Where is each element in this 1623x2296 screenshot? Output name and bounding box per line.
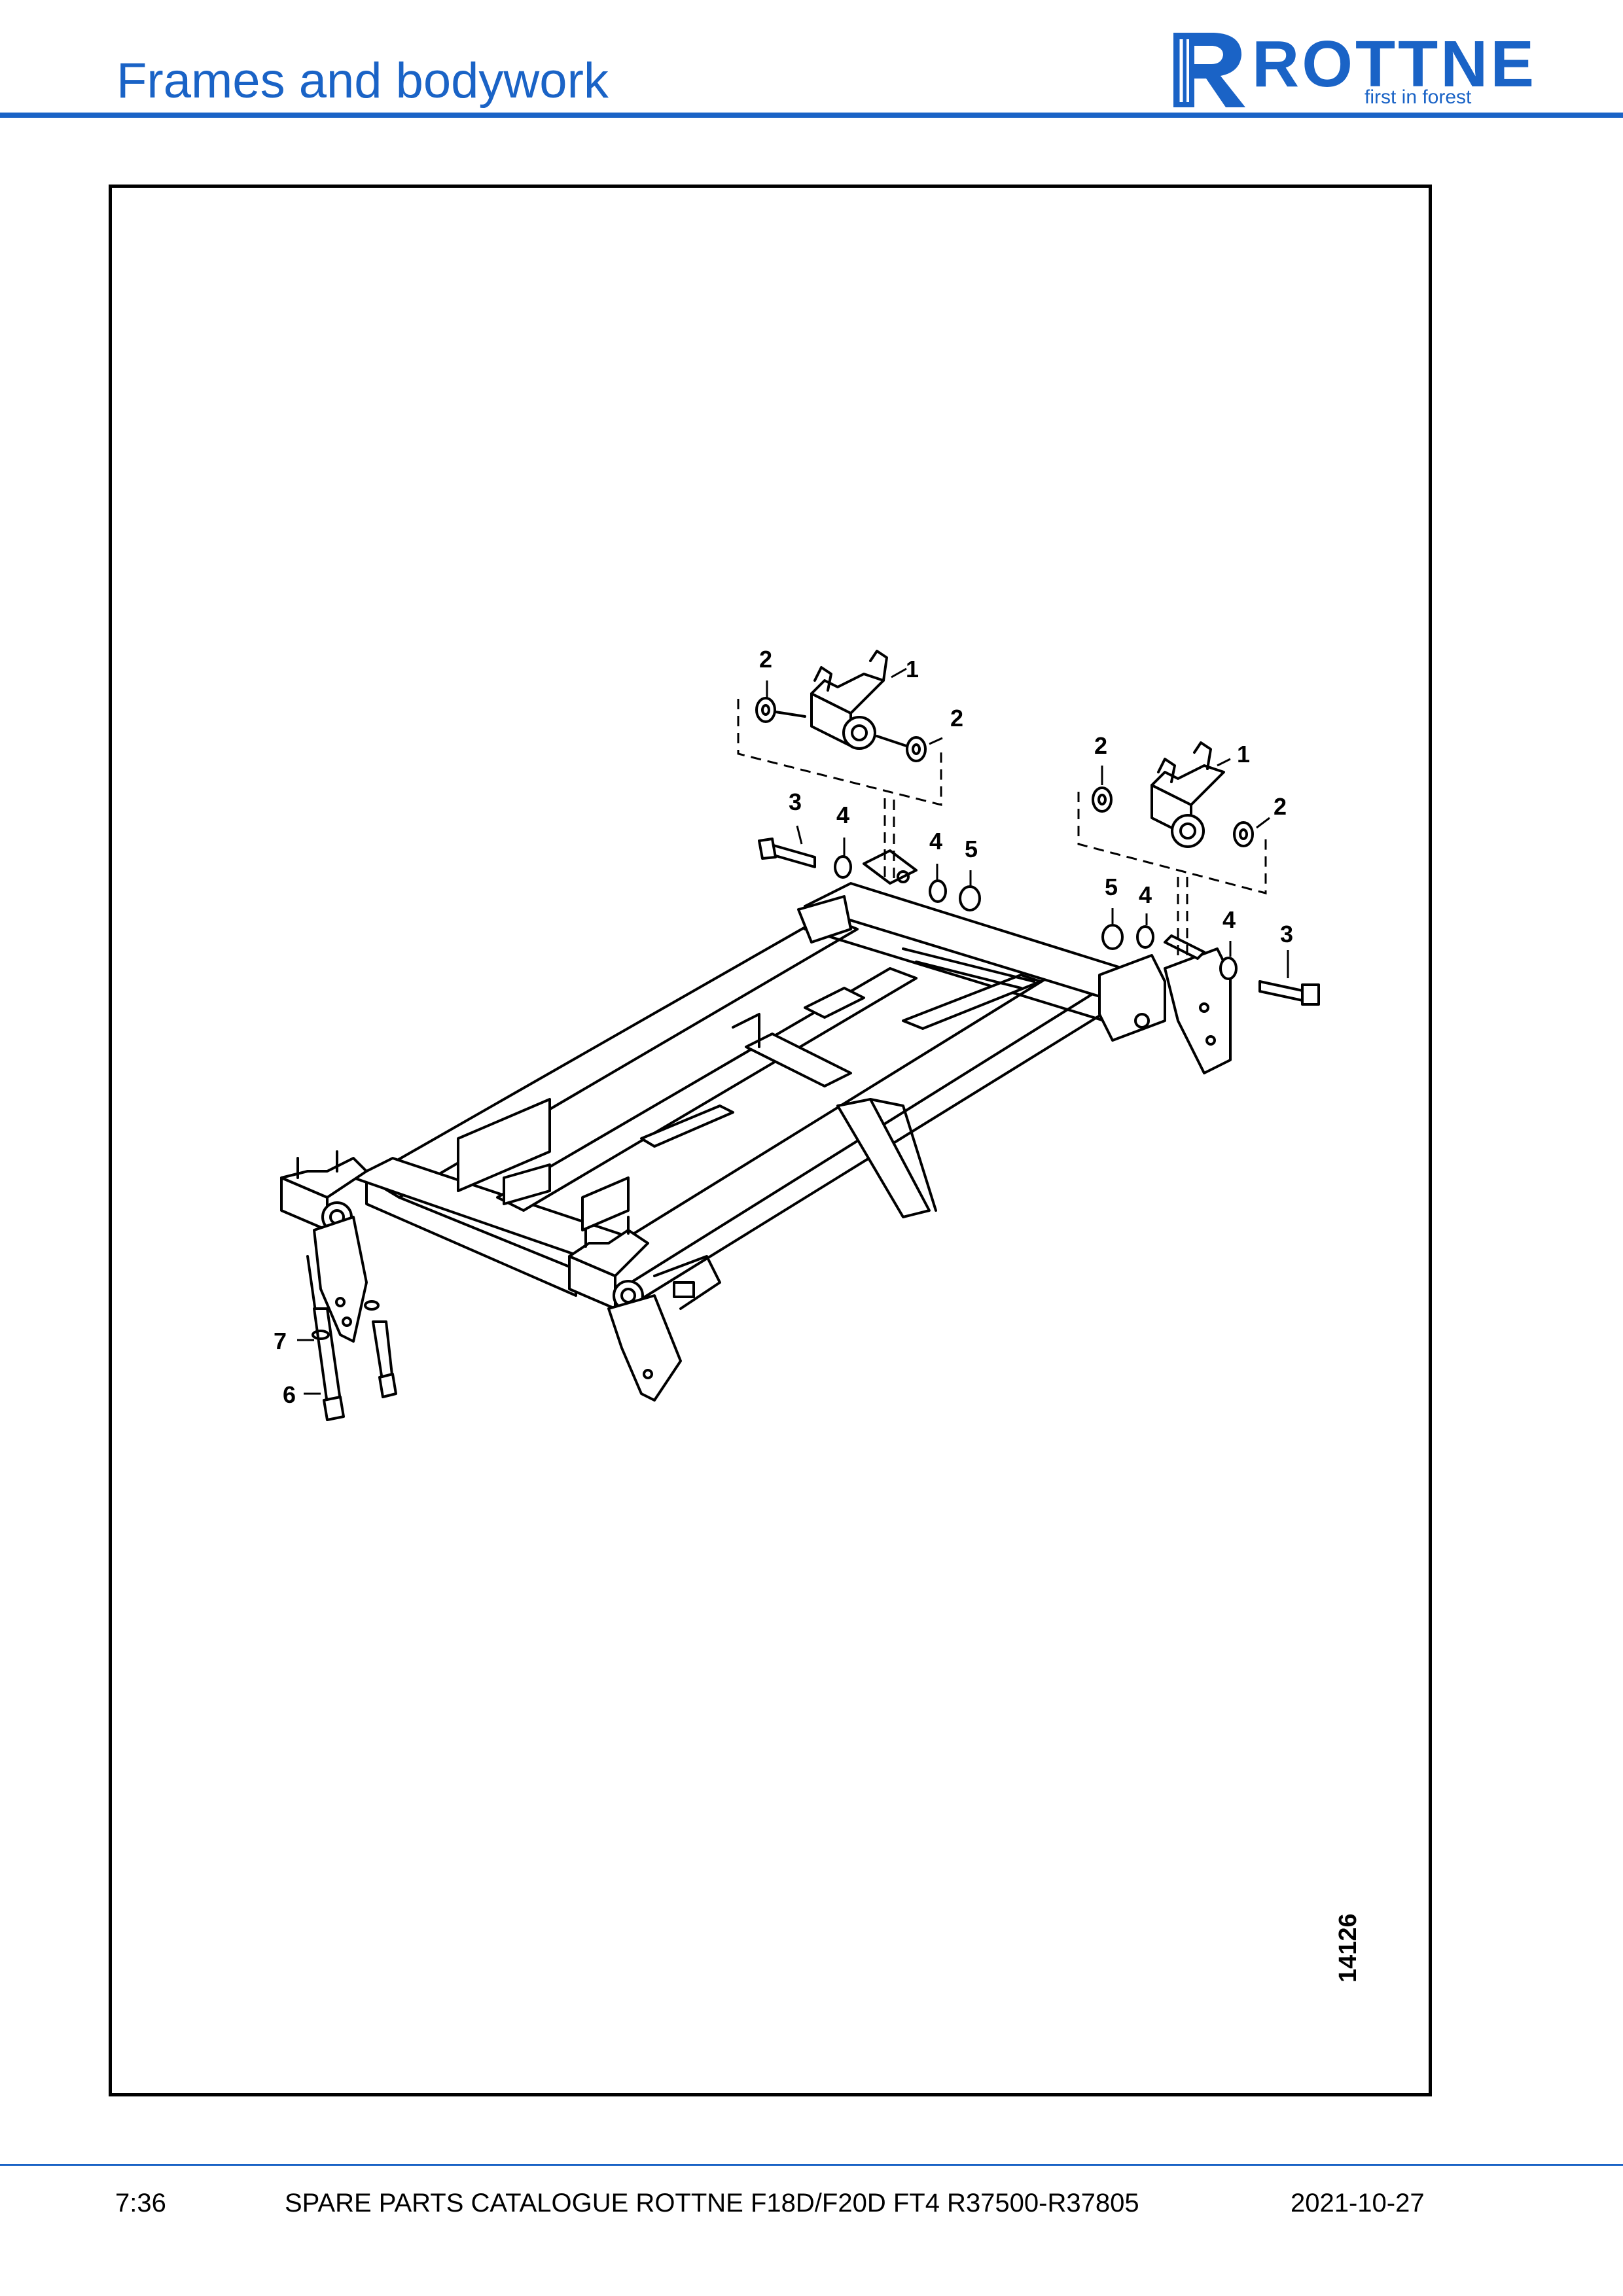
page-number: 7:36 — [115, 2189, 166, 2217]
callout-washer-left-b: 4 — [929, 828, 942, 855]
footer-divider — [0, 2164, 1623, 2166]
callout-nut-left: 5 — [965, 836, 978, 862]
callout-washer-small: 7 — [274, 1328, 287, 1354]
callout-mount-right-a: 2 — [1094, 732, 1107, 759]
figure-frame — [109, 185, 1432, 2096]
brand-logo: ROTTNE first in forest — [1168, 26, 1534, 111]
callout-mount-left-c: 2 — [950, 705, 963, 732]
callout-screw: 6 — [283, 1381, 296, 1408]
brand-name: ROTTNE — [1252, 27, 1537, 101]
rottne-r-icon — [1173, 33, 1245, 107]
callout-nut-right: 5 — [1105, 874, 1118, 900]
callout-bolt-left: 3 — [789, 788, 802, 815]
callout-mount-right-b: 1 — [1237, 741, 1250, 768]
callout-mount-right-c: 2 — [1274, 793, 1287, 820]
figure-number: 14126 — [1334, 1913, 1362, 1983]
callout-washer-right-a: 4 — [1139, 881, 1152, 908]
callout-washer-left-a: 4 — [836, 802, 849, 828]
callout-washer-right-b: 4 — [1222, 906, 1236, 933]
callout-bolt-right: 3 — [1280, 921, 1293, 947]
brand-tagline: first in forest — [1364, 86, 1472, 108]
callout-mount-left-a: 2 — [759, 646, 772, 673]
catalogue-title: SPARE PARTS CATALOGUE ROTTNE F18D/F20D F… — [285, 2189, 1139, 2217]
callout-mount-left-b: 1 — [906, 656, 919, 682]
page-title: Frames and bodywork — [116, 53, 609, 109]
catalogue-date: 2021-10-27 — [1291, 2189, 1425, 2217]
header-divider — [0, 113, 1623, 118]
